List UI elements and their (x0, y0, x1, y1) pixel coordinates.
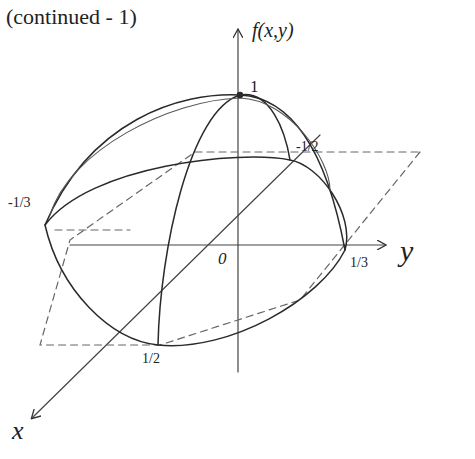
y-section (45, 95, 345, 250)
tick-value: -1/3 (8, 196, 31, 210)
page-heading: (continued - 1) (6, 6, 137, 28)
origin-label: 0 (218, 250, 227, 267)
x-axis (32, 135, 320, 418)
f-axis (237, 30, 238, 372)
peak-value: 1 (250, 78, 259, 95)
axis-label: f(x,y) (252, 20, 294, 40)
axis-label: x (12, 418, 24, 444)
y-axis (70, 244, 385, 245)
base-ellipse (45, 157, 347, 345)
x-section (158, 95, 290, 345)
tick-value: 1/2 (142, 352, 160, 366)
tick-value: -1/2 (296, 140, 319, 154)
silhouette (50, 98, 330, 215)
base-plane (40, 152, 420, 345)
tick-value: 1/3 (350, 256, 368, 270)
axis-label: y (400, 236, 413, 266)
